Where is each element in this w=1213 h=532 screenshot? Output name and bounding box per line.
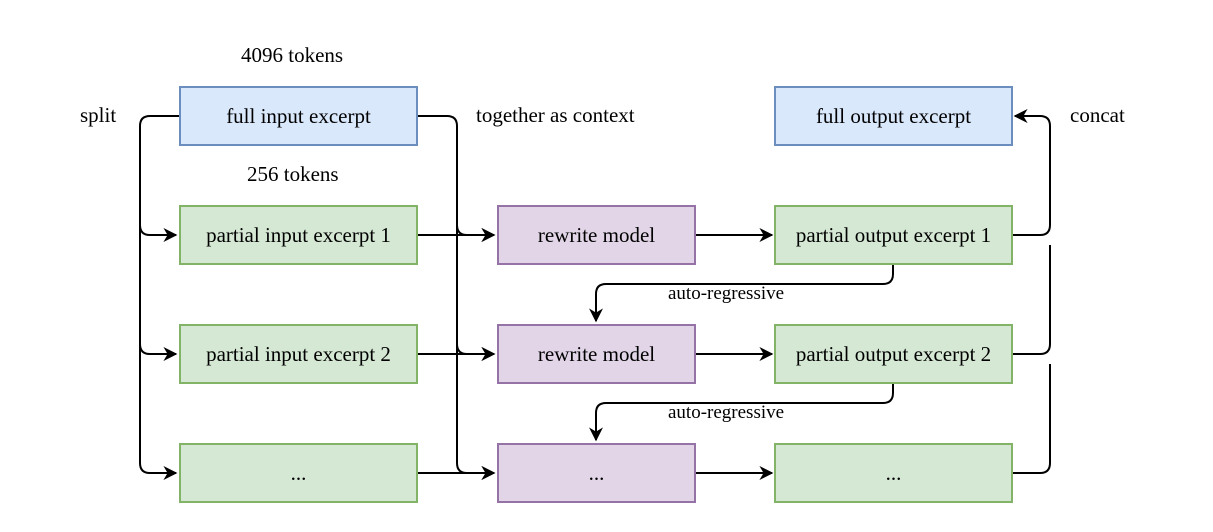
partial-input-box-3: ...	[179, 443, 418, 503]
full-input-box: full input excerpt	[179, 86, 418, 146]
rewrite-model-box-1: rewrite model	[497, 205, 696, 265]
partial-input-box-2: partial input excerpt 2	[179, 324, 418, 384]
concat-arrow-2	[1012, 245, 1051, 355]
full-input-token-label: 4096 tokens	[241, 43, 344, 67]
autoregressive-label-2: auto-regressive	[668, 402, 785, 423]
split-label: split	[80, 103, 117, 127]
split-arrow-1	[139, 115, 180, 242]
context-label: together as context	[476, 103, 635, 127]
split-arrow-2	[139, 225, 178, 361]
context-arrow-2	[456, 225, 496, 361]
context-arrow-1	[417, 115, 496, 242]
partial-output-box-1: partial output excerpt 1	[774, 205, 1013, 265]
concat-label: concat	[1070, 103, 1125, 127]
partial-output-box-2: partial output excerpt 2	[774, 324, 1013, 384]
split-arrow-3	[139, 344, 178, 480]
autoregressive-arrow-1	[589, 264, 894, 323]
partial-input-box-1: partial input excerpt 1	[179, 205, 418, 265]
rewrite-model-box-2: rewrite model	[497, 324, 696, 384]
autoregressive-label-1: auto-regressive	[668, 283, 785, 304]
partial-output-box-3: ...	[774, 443, 1013, 503]
concat-arrow-3	[1012, 364, 1051, 474]
full-output-box: full output excerpt	[774, 86, 1013, 146]
autoregressive-arrow-2	[589, 383, 894, 442]
partial-input-token-label: 256 tokens	[247, 162, 339, 186]
concat-arrow-1	[1012, 109, 1051, 236]
rewrite-model-box-3: ...	[497, 443, 696, 503]
context-arrow-3	[456, 344, 496, 480]
